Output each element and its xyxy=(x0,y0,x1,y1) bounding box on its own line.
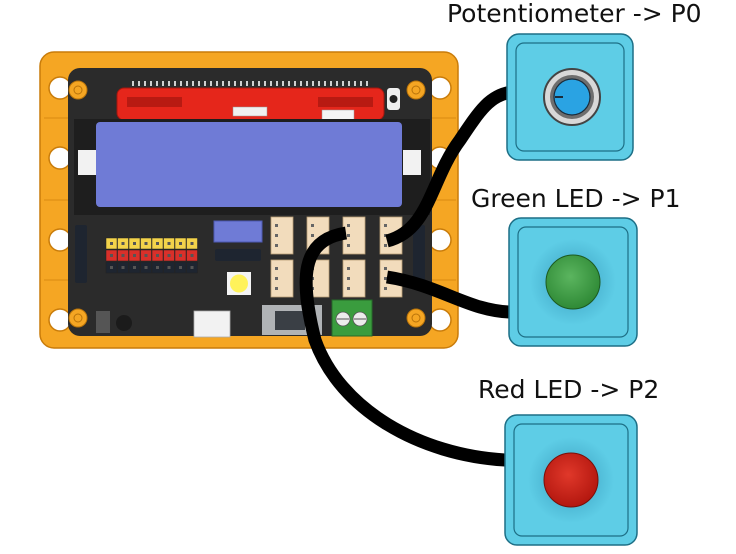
expansion-board: /* placeholder */ xyxy=(39,51,459,349)
mounting-screws xyxy=(68,80,426,328)
red-led-bulb xyxy=(543,452,599,508)
green-led-bulb xyxy=(545,254,601,310)
cable-potentiometer xyxy=(384,85,514,248)
battery xyxy=(74,119,430,215)
cable-green-led xyxy=(385,270,513,319)
i2c-connector xyxy=(213,220,263,261)
left-header xyxy=(75,225,87,283)
green-led-label: Green LED -> P1 xyxy=(471,184,681,213)
potentiometer-knob xyxy=(553,78,591,116)
cables xyxy=(299,85,514,467)
jst-port xyxy=(270,259,294,298)
green-led-module xyxy=(508,217,638,347)
potentiometer-label: Potentiometer -> P0 xyxy=(447,0,702,28)
diode xyxy=(96,311,110,333)
jst-port xyxy=(342,259,366,298)
potentiometer-module xyxy=(506,33,634,161)
gpio-headers xyxy=(105,237,198,274)
usb-port xyxy=(193,310,231,338)
cable-red-led xyxy=(299,226,506,467)
jst-port xyxy=(270,216,294,255)
right-header xyxy=(413,225,425,283)
terminal-block xyxy=(331,299,373,337)
buzzer xyxy=(116,315,132,331)
red-led-module xyxy=(504,414,638,546)
red-led-label: Red LED -> P2 xyxy=(478,375,660,404)
